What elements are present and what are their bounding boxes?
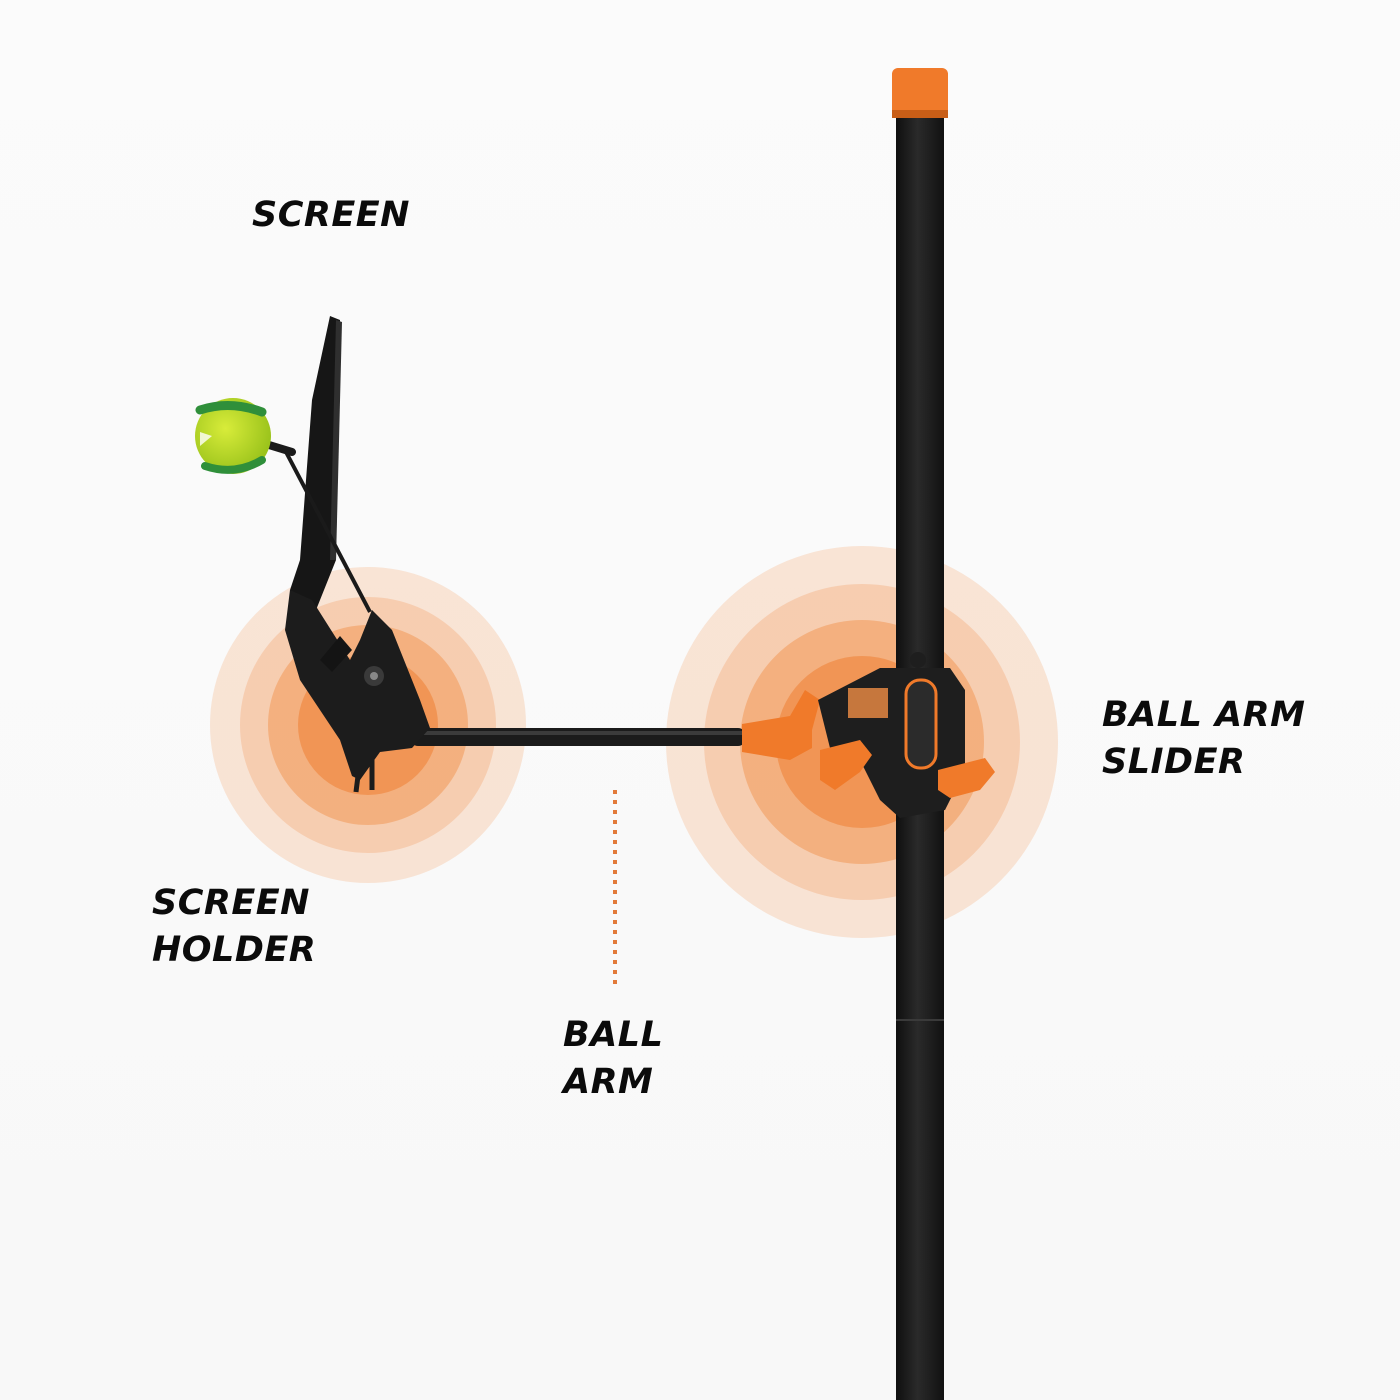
ball-arm-label-line1: BALL (563, 1015, 664, 1055)
ball-arm-slider-clamp (818, 652, 995, 818)
screen-holder-label-line1: SCREEN (152, 883, 310, 923)
screen-label: SCREEN (252, 192, 410, 239)
pole-end-cap (892, 68, 948, 116)
ball-arm-slider-label-line1: BALL ARM (1102, 695, 1306, 735)
screen-label-text: SCREEN (252, 195, 410, 235)
ball-arm-slider-label: BALL ARM SLIDER (1102, 692, 1305, 786)
ball-arm-label-line2: ARM (563, 1062, 654, 1102)
ball-arm-rod (410, 690, 820, 760)
screen-panel (290, 316, 342, 620)
tennis-ball-icon (195, 398, 271, 474)
ball-arm-slider-label-line2: SLIDER (1102, 742, 1246, 782)
ball-arm-label: BALL ARM (563, 1012, 663, 1106)
screen-holder-label: SCREEN HOLDER (152, 880, 316, 974)
screen-holder-label-line2: HOLDER (152, 930, 317, 970)
